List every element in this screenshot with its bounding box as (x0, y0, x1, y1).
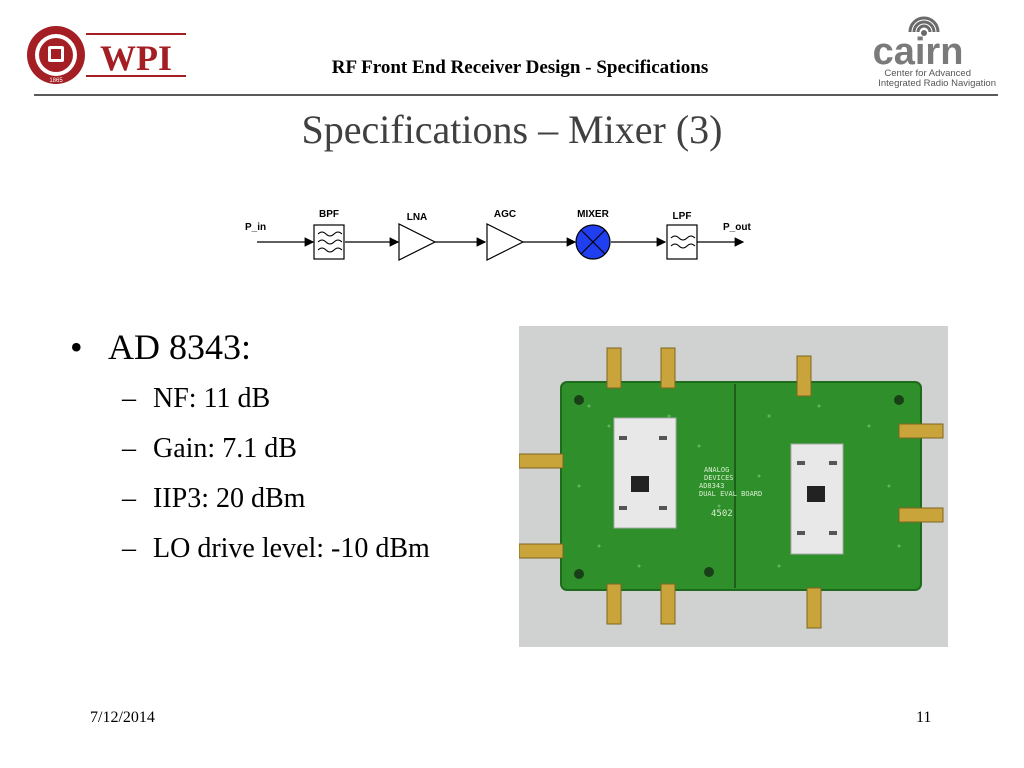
svg-text:4502: 4502 (711, 509, 733, 519)
p-in-label: P_in (245, 222, 266, 233)
lna-label: LNA (407, 212, 428, 223)
svg-text:Integrated Radio Navigation: Integrated Radio Navigation (878, 78, 996, 89)
bpf-block (313, 224, 345, 260)
bullet-sub-item: –Gain: 7.1 dB (122, 433, 297, 464)
page-number: 11 (916, 709, 932, 726)
svg-text:ANALOG: ANALOG (704, 466, 729, 474)
wpi-logo: 1865 WPI (27, 26, 186, 84)
bullet-sub-item: –NF: 11 dB (122, 383, 271, 414)
header-title: RF Front End Receiver Design - Specifica… (331, 57, 709, 78)
mixer-label: MIXER (577, 209, 609, 220)
agc-amplifier (486, 223, 525, 261)
ic-area-left (613, 417, 677, 529)
rf-block-diagram: P_in P_out BPF LNA AGC MIXER LPF (245, 209, 751, 261)
svg-text:DUAL EVAL BOARD: DUAL EVAL BOARD (699, 490, 762, 498)
wpi-wordmark: WPI (100, 38, 172, 78)
footer-date: 7/12/2014 (90, 709, 155, 726)
mixer-block (575, 224, 611, 260)
svg-text:AD8343: AD8343 (699, 482, 724, 490)
svg-text:DEVICES: DEVICES (704, 474, 734, 482)
lpf-label: LPF (673, 211, 692, 222)
slide-title: Specifications – Mixer (3) (301, 107, 723, 152)
eval-board-photo: ANALOG DEVICES AD8343 DUAL EVAL BOARD 45… (519, 326, 948, 647)
svg-text:Center for Advanced: Center for Advanced (884, 68, 971, 79)
cairn-logo: cairn Center for Advanced Integrated Rad… (873, 16, 996, 89)
bpf-label: BPF (319, 209, 339, 220)
p-out-label: P_out (723, 222, 751, 233)
bullet-sub-item: –IIP3: 20 dBm (122, 483, 306, 514)
sma-connectors (519, 347, 944, 629)
svg-text:1865: 1865 (49, 78, 63, 84)
bullet-sub-item: –LO drive level: -10 dBm (122, 533, 430, 564)
lpf-block (666, 224, 698, 260)
lna-amplifier (398, 223, 437, 261)
header-divider (34, 94, 998, 96)
agc-label: AGC (494, 209, 516, 220)
signal-waves-icon (908, 16, 940, 33)
bullet-main: •AD 8343: (70, 327, 251, 367)
cairn-wordmark: cairn (873, 31, 964, 73)
